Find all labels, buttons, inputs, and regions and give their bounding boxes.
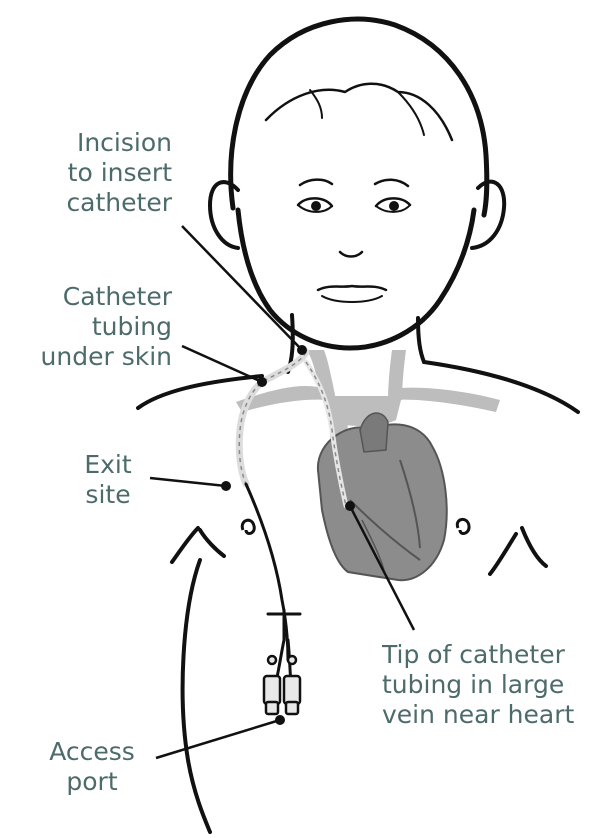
label-tip-line-1: Tip of catheter xyxy=(382,640,612,670)
tubing-dot xyxy=(257,377,267,387)
label-access-port: Access port xyxy=(34,737,150,797)
external-catheter xyxy=(246,484,300,700)
tip-dot xyxy=(345,501,355,511)
label-tubing-line-3: under skin xyxy=(30,342,172,372)
label-exit-site: Exit site xyxy=(70,450,146,510)
label-port-line-1: Access xyxy=(34,737,150,767)
label-exit-line-1: Exit xyxy=(70,450,146,480)
leader-port xyxy=(156,720,280,758)
pupils xyxy=(311,201,399,211)
label-incision-line-1: Incision xyxy=(36,128,172,158)
exit-site-dot xyxy=(221,481,231,491)
head xyxy=(210,19,504,348)
incision-dot xyxy=(297,345,307,355)
label-port-line-2: port xyxy=(34,767,150,797)
label-tip-line-2: tubing in large xyxy=(382,670,612,700)
label-exit-line-2: site xyxy=(70,480,146,510)
heart xyxy=(318,413,447,580)
leader-exit xyxy=(150,478,226,486)
access-port xyxy=(264,656,300,714)
label-tubing-line-2: tubing xyxy=(30,312,172,342)
label-catheter-tip: Tip of catheter tubing in large vein nea… xyxy=(382,640,612,730)
leader-tubing xyxy=(182,346,262,382)
port-dot xyxy=(275,715,285,725)
label-tubing-under-skin: Catheter tubing under skin xyxy=(30,282,172,372)
label-tubing-line-1: Catheter xyxy=(30,282,172,312)
label-incision-line-3: catheter xyxy=(36,188,172,218)
label-incision: Incision to insert catheter xyxy=(36,128,172,218)
label-tip-line-3: vein near heart xyxy=(382,700,612,730)
label-incision-line-2: to insert xyxy=(36,158,172,188)
